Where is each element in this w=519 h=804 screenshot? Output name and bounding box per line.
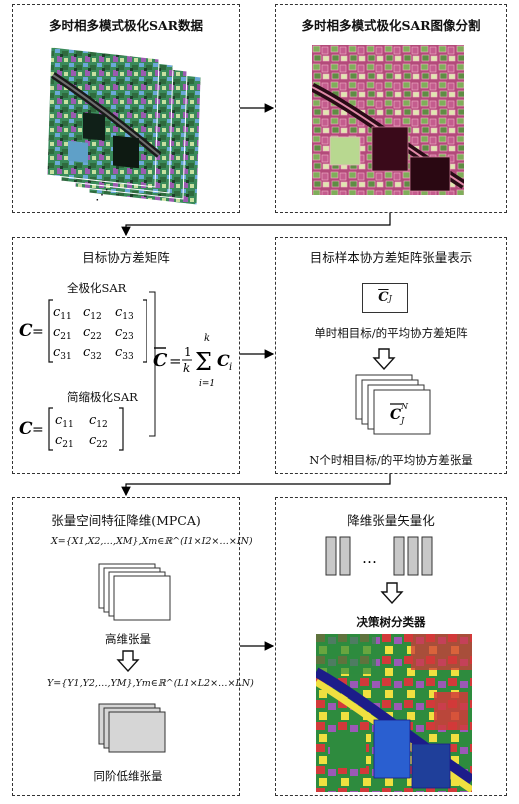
arrow-p2-p3 <box>121 213 391 237</box>
low-dim-label: 同阶低维张量 <box>93 769 163 783</box>
panel-target-covariance: 目标协方差矩阵 全极化SAR C = c11 c12 c13 c21 c22 c… <box>12 237 240 474</box>
panel-title: 降维张量矢量化 <box>347 513 435 528</box>
panel-title: 目标协方差矩阵 <box>82 250 170 265</box>
single-temporal-caption: 单时相目标/的平均协方差矩阵 <box>314 326 468 340</box>
compact-pol-label: 简缩极化SAR <box>67 390 138 404</box>
svg-text:c31: c31 <box>53 345 72 362</box>
svg-text:i: i <box>229 362 232 373</box>
svg-text:=: = <box>32 422 44 438</box>
svg-text:k: k <box>204 333 210 344</box>
classification-map <box>316 634 472 792</box>
svg-text:c11: c11 <box>55 413 74 430</box>
feature-vector-bars: … <box>325 536 433 576</box>
down-arrow-icon <box>372 348 396 370</box>
svg-text:=: = <box>169 352 182 370</box>
svg-text:C: C <box>390 407 401 423</box>
svg-text:J: J <box>399 416 405 425</box>
full-pol-label: 全极化SAR <box>67 281 127 295</box>
sar-layer-front <box>46 46 162 188</box>
svg-text:N: N <box>400 402 409 411</box>
segmented-sar-image <box>312 45 464 195</box>
single-covariance-box: CJ <box>362 283 408 313</box>
more-layers-ellipsis: ⋰ <box>95 187 109 203</box>
high-dim-label: 高维张量 <box>105 632 151 646</box>
panel-sar-segmentation: 多时相多模式极化SAR图像分割 <box>275 4 507 213</box>
down-arrow-icon <box>116 650 140 672</box>
svg-text:Σ: Σ <box>195 348 212 376</box>
svg-text:c32: c32 <box>83 345 102 362</box>
vector-dots: … <box>362 549 377 567</box>
svg-text:c21: c21 <box>55 433 74 450</box>
single-box-symbol: C <box>378 290 389 305</box>
svg-text:c22: c22 <box>89 433 108 450</box>
tensor-stack: C N J <box>355 374 431 435</box>
svg-text:C: C <box>217 351 230 370</box>
panel-title: 多时相多模式极化SAR图像分割 <box>301 18 481 33</box>
grouping-brace <box>149 291 156 437</box>
panel-title: 张量空间特征降维(MPCA) <box>51 513 201 528</box>
svg-text:k: k <box>183 361 190 375</box>
svg-text:c11: c11 <box>53 305 72 322</box>
svg-text:C: C <box>19 321 33 341</box>
formula-x: X={X1,X2,…,XM},Xm∈ℝ^(I1×I2×…×IN) <box>51 536 253 547</box>
svg-text:c13: c13 <box>115 305 134 322</box>
panel-title: 多时相多模式极化SAR数据 <box>48 18 204 33</box>
panel-multitemporal-sar-data: 多时相多模式极化SAR数据 ⋰ <box>12 4 240 213</box>
svg-text:c12: c12 <box>83 305 102 322</box>
svg-text:1: 1 <box>184 345 192 359</box>
svg-text:c12: c12 <box>89 413 108 430</box>
panel-tensor-representation: 目标样本协方差矩阵张量表示 CJ 单时相目标/的平均协方差矩阵 C N J N个… <box>275 237 507 474</box>
svg-text:C: C <box>153 350 168 371</box>
low-dim-tensor-stack <box>98 703 166 753</box>
panel-mpca: 张量空间特征降维(MPCA) X={X1,X2,…,XM},Xm∈ℝ^(I1×I… <box>12 497 254 796</box>
mean-covariance-formula: C = 1 k k Σ i=1 C i <box>153 333 232 389</box>
n-temporal-caption: N个时相目标/的平均协方差张量 <box>309 453 473 467</box>
svg-text:c21: c21 <box>53 325 72 342</box>
classifier-label: 决策树分类器 <box>356 615 426 629</box>
svg-text:C: C <box>19 419 33 439</box>
svg-text:=: = <box>32 324 44 340</box>
formula-y: Y={Y1,Y2,…,YM},Ym∈ℝ^(L1×L2×…×LN) <box>47 678 254 689</box>
svg-text:c33: c33 <box>115 345 134 362</box>
covariance-matrix-2x2: C = c11 c12 c21 c22 <box>19 407 124 451</box>
svg-text:c22: c22 <box>83 325 102 342</box>
down-arrow-icon <box>380 582 404 604</box>
panel-title: 目标样本协方差矩阵张量表示 <box>309 250 473 265</box>
high-dim-tensor-stack <box>98 563 171 621</box>
svg-text:i=1: i=1 <box>199 379 215 389</box>
panel-vectorization: 降维张量矢量化 … 决策树分类器 <box>275 497 507 796</box>
svg-text:c23: c23 <box>115 325 134 342</box>
arrow-p4-p5 <box>121 474 391 497</box>
covariance-matrix-3x3: C = c11 c12 c13 c21 c22 c23 c31 c32 c33 <box>19 299 147 363</box>
sar-image-stack: ⋰ <box>46 46 202 206</box>
